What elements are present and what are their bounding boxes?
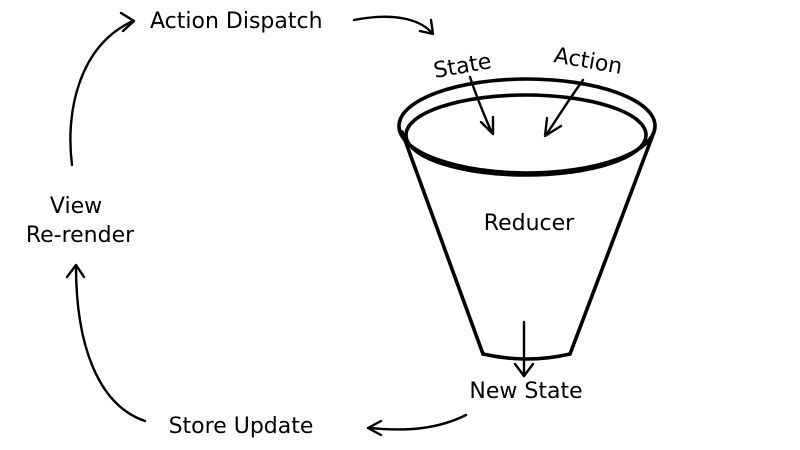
label-new-state: New State	[469, 379, 582, 404]
funnel-left-side	[400, 130, 485, 356]
arrow-dispatch-to-reducer	[352, 15, 435, 36]
funnel-rim-outer	[397, 77, 657, 175]
arrow-new-state-to-store-update	[366, 413, 468, 437]
funnel-bottom	[481, 352, 572, 361]
arrow-store-update-to-view	[65, 263, 147, 423]
arrow-view-to-action-dispatch	[69, 11, 136, 167]
arrow-reducer-to-new-state	[513, 320, 535, 378]
label-action-dispatch: Action Dispatch	[150, 9, 323, 34]
funnel-right-side	[568, 130, 656, 356]
label-re-render: Re-render	[26, 223, 135, 248]
label-state: State	[432, 49, 494, 84]
arrow-action-into-reducer	[543, 78, 585, 138]
label-view: View	[50, 194, 102, 219]
arrow-state-into-reducer	[468, 75, 495, 136]
label-action: Action	[552, 43, 624, 80]
funnel-rim-inner	[404, 93, 648, 177]
label-reducer: Reducer	[484, 211, 575, 236]
label-store-update: Store Update	[169, 414, 314, 439]
reducer-funnel	[397, 77, 657, 361]
